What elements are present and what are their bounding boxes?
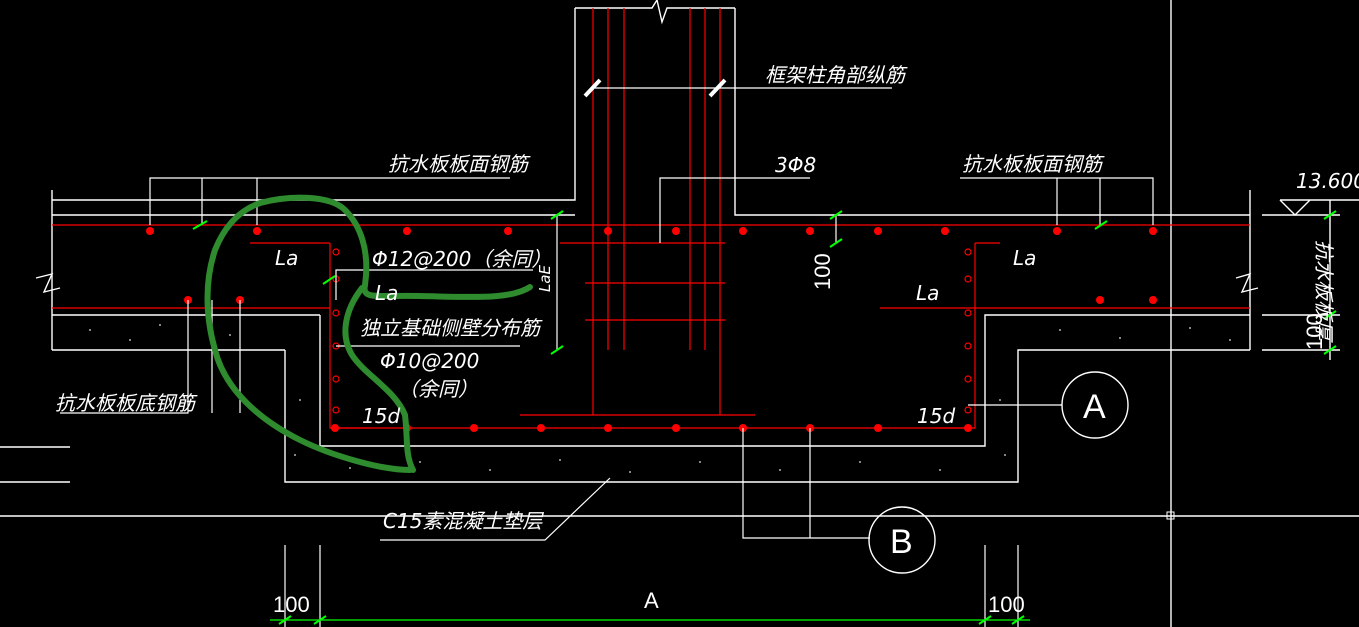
triangle-elevation-icon — [1279, 199, 1359, 216]
dim-a-label: A — [644, 588, 659, 613]
lae-label: LaE — [536, 264, 554, 292]
column-bar-ticks — [583, 78, 727, 98]
stirrup-label: 3Φ8 — [775, 153, 816, 177]
cushion-label: C15素混凝土垫层 — [383, 509, 544, 533]
dimension-ticks — [192, 210, 1337, 625]
side-wall-spec-label: Φ10@200 — [380, 349, 479, 373]
cursor-marker-icon — [1166, 511, 1175, 520]
la-right-mid-label: La — [916, 281, 939, 305]
la-left-label: La — [275, 246, 298, 270]
bottom-bars-label: 抗水板板底钢筋 — [55, 391, 198, 415]
side-wall-same-label: （余同） — [398, 377, 478, 401]
slab-top-bars-left-label: 抗水板板面钢筋 — [388, 152, 531, 176]
slab-thickness-label: 抗水板板厚 — [1312, 240, 1336, 343]
dim-100-mid-label: 100 — [810, 253, 835, 290]
dim-100-bottom-right-label: 100 — [988, 592, 1025, 617]
dim-100-bottom-left-label: 100 — [273, 592, 310, 617]
side-bar-spec-label: Φ12@200（余同） — [372, 247, 551, 271]
la-lower-left-label: La — [375, 281, 398, 305]
rebar-dots — [146, 227, 1157, 432]
column-corner-bars-label: 框架柱角部纵筋 — [765, 63, 908, 87]
hook-left-label: 15d — [362, 404, 400, 428]
elevation-label: 13.600 — [1296, 169, 1359, 193]
circle-callout-icon — [868, 371, 1129, 574]
rebar-lines — [52, 8, 1250, 429]
bubble-b-label: B — [890, 523, 913, 561]
slab-top-bars-right-label: 抗水板板面钢筋 — [962, 152, 1105, 176]
dim-100-right-label: 100 — [1302, 313, 1327, 350]
side-wall-bars-label: 独立基础侧壁分布筋 — [360, 316, 543, 340]
concrete-hatch — [89, 324, 1231, 473]
bubble-a-label: A — [1083, 388, 1106, 426]
zigzag-break-icon — [35, 272, 61, 294]
zigzag-break-icon — [1235, 272, 1259, 294]
hook-right-label: 15d — [917, 404, 955, 428]
green-markup-scribble — [204, 194, 533, 473]
la-right-top-label: La — [1013, 246, 1036, 270]
side-bar-rings — [332, 248, 972, 414]
